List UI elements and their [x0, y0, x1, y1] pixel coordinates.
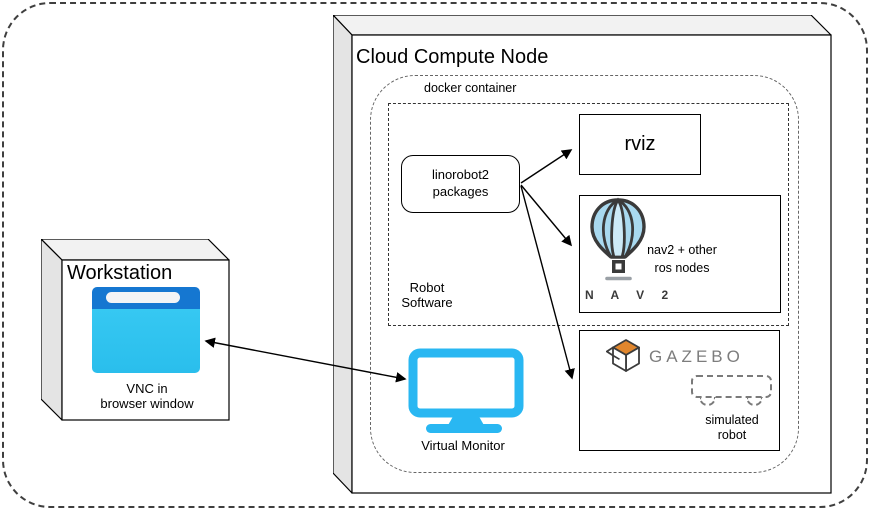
robot-software-label-line1: Robot [409, 280, 445, 295]
gazebo-logo-text: GAZEBO [649, 346, 744, 366]
nav2-description: nav2 + other ros nodes [632, 241, 732, 277]
simulated-robot-label-line2: robot [717, 427, 747, 442]
docker-container-boundary: docker container [370, 75, 799, 473]
workstation-cube [41, 239, 230, 421]
gazebo-cube-icon [606, 339, 640, 372]
arrow-linorobot-to-rviz [520, 149, 573, 184]
arrow-browser-to-virtual-monitor [204, 337, 407, 383]
docker-container-label: docker container [424, 81, 517, 95]
linorobot2-label-line2: packages [432, 184, 489, 199]
gazebo-logo: GAZEBO [606, 339, 744, 374]
simulated-robot-wheel-right [746, 397, 763, 406]
gazebo-node: GAZEBO simulated robot [579, 330, 780, 451]
rviz-node: rviz [579, 114, 701, 175]
browser-window-icon [92, 287, 200, 373]
simulated-robot-wheel-left [699, 397, 716, 406]
rviz-label: rviz [624, 133, 656, 155]
nav2-desc-line1: nav2 + other [647, 243, 717, 257]
vnc-browser-label: VNC in browser window [82, 381, 212, 412]
simulated-robot-label-line1: simulated [705, 413, 759, 427]
robot-software-label: Robot Software [391, 280, 463, 311]
robot-software-label-line2: Software [401, 295, 453, 311]
browser-body [92, 309, 200, 373]
nav2-balloon-icon [590, 197, 646, 281]
arrow-linorobot-to-gazebo [520, 185, 575, 380]
vnc-label-line1: VNC in [126, 381, 168, 396]
nav2-desc-line2: ros nodes [654, 261, 710, 276]
robot-software-boundary: Robot Software [388, 103, 789, 326]
workstation-title: Workstation [67, 262, 173, 284]
virtual-monitor-label: Virtual Monitor [421, 438, 505, 453]
cloud-compute-node-title: Cloud Compute Node [356, 46, 549, 68]
simulated-robot-body-outline [691, 375, 772, 398]
browser-addressbar [106, 292, 180, 303]
linorobot2-label-line1: linorobot2 [431, 167, 490, 183]
linorobot2-packages-node: linorobot2 packages [401, 155, 520, 213]
simulated-robot-label: simulated robot [689, 413, 775, 443]
arrow-linorobot-to-nav2 [520, 184, 573, 247]
nav2-logo-text: N A V 2 [585, 288, 676, 302]
nav2-node: N A V 2 nav2 + other ros nodes [579, 195, 781, 313]
workstation-cube-front-face [61, 259, 230, 421]
vnc-label-line2: browser window [100, 396, 194, 412]
virtual-monitor-icon [408, 348, 524, 433]
